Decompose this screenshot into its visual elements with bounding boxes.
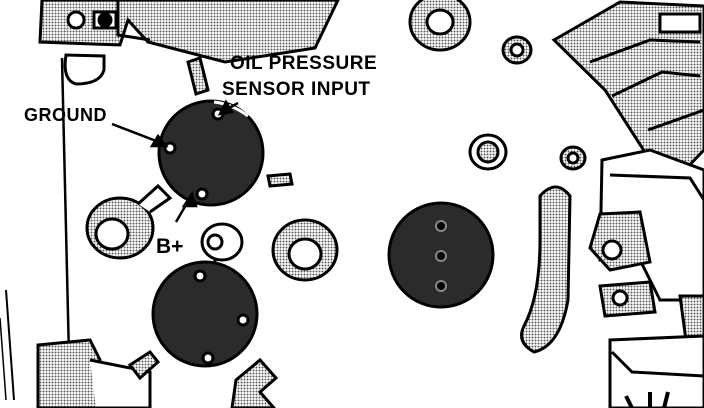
top-left-bracket [38,0,340,86]
cup-connectors [85,183,339,282]
right-bracket [551,0,704,408]
bottom-clips [36,338,279,408]
upper-center-plugs [186,0,587,188]
b-plus-label: B+ [156,235,184,258]
leader-lines [111,99,239,223]
lower-round-connector [151,260,259,368]
oil-pressure-connector [157,99,265,207]
dark-pin-connector [387,201,495,309]
curved-strip [520,185,572,354]
oil-pressure-label: OIL PRESSURE [230,53,378,74]
sensor-input-label: SENSOR INPUT [222,79,371,100]
b-plus-terminal [200,222,244,272]
ground-label: GROUND [24,105,107,125]
